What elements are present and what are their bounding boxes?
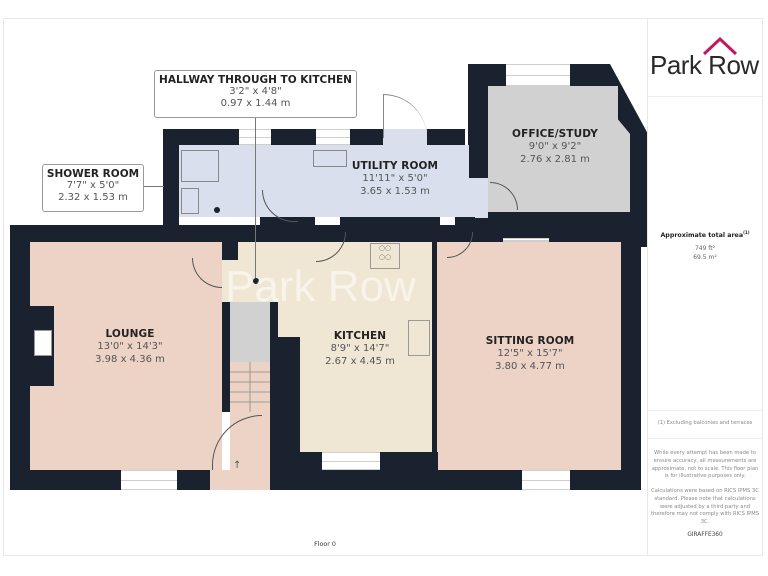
room-name: UTILITY ROOM: [351, 160, 439, 172]
office-angled-wall: [580, 64, 648, 244]
shower-tray: [181, 150, 219, 182]
room-metric: 2.67 x 4.45 m: [325, 356, 395, 367]
area-footnote-mark: (1): [743, 230, 750, 235]
wall: [222, 302, 230, 412]
room-imperial: 13'0" x 14'3": [97, 341, 163, 352]
divider: [647, 438, 763, 439]
window: [121, 470, 177, 490]
info-panel: [647, 18, 763, 556]
disclaimer: While every attempt has been made to ens…: [651, 450, 759, 480]
room-lounge: [30, 242, 222, 470]
room-imperial: 7'7" x 5'0": [66, 180, 120, 191]
front-door-gap: [210, 470, 270, 490]
room-name: HALLWAY THROUGH TO KITCHEN: [159, 74, 352, 86]
wall: [270, 470, 430, 490]
room-metric: 2.32 x 1.53 m: [58, 192, 128, 203]
area-values: 749 ft² 69.5 m²: [647, 244, 763, 262]
window: [506, 64, 570, 86]
wall: [10, 470, 210, 490]
window: [322, 452, 380, 470]
window: [522, 470, 570, 490]
room-metric: 3.80 x 4.77 m: [495, 361, 565, 372]
stair-cupboard: [230, 302, 270, 362]
area-title-text: Approximate total area: [660, 232, 744, 240]
brand-name: Park Row: [650, 50, 759, 80]
callout-shower: SHOWER ROOM 7'7" x 5'0" 2.32 x 1.53 m: [42, 164, 144, 212]
utility-sink: [313, 150, 347, 167]
label-office: OFFICE/STUDY 9'0" x 9'2" 2.76 x 2.81 m: [500, 128, 610, 166]
area-sqm: 69.5 m²: [693, 254, 717, 262]
hob: ○○○○: [370, 243, 400, 269]
wall: [278, 337, 300, 452]
room-name: SITTING ROOM: [485, 335, 575, 347]
label-lounge: LOUNGE 13'0" x 14'3" 3.98 x 4.36 m: [75, 328, 185, 366]
wall: [270, 302, 278, 472]
window: [503, 238, 549, 242]
callout-leader: [255, 118, 256, 278]
room-sitting: [437, 242, 621, 470]
label-sitting: SITTING ROOM 12'5" x 15'7" 3.80 x 4.77 m: [465, 335, 595, 373]
footnote: (1) Excluding balconies and terraces: [657, 420, 753, 426]
divider: [647, 96, 763, 97]
credit: GIRAFFE360: [687, 532, 723, 538]
office-corner: [590, 86, 630, 212]
roof-icon: [702, 36, 738, 56]
watermark: Park Row: [225, 262, 416, 311]
room-name: KITCHEN: [333, 330, 387, 342]
calculation-note: Calculations were based on RICS IPMS 3C …: [651, 488, 759, 526]
callout-leader: [144, 186, 164, 187]
wall: [163, 129, 179, 225]
room-metric: 2.76 x 2.81 m: [520, 154, 590, 165]
label-utility: UTILITY ROOM 11'11" x 5'0" 3.65 x 1.53 m: [340, 160, 450, 198]
room-imperial: 8'9" x 14'7": [330, 343, 390, 354]
callout-hallway: HALLWAY THROUGH TO KITCHEN 3'2" x 4'8" 0…: [154, 70, 357, 118]
wall: [222, 242, 238, 260]
wall: [10, 225, 30, 488]
room-metric: 3.65 x 1.53 m: [360, 186, 430, 197]
room-imperial: 11'11" x 5'0": [362, 173, 428, 184]
room-metric: 3.98 x 4.36 m: [95, 354, 165, 365]
kitchen-sink: [408, 320, 430, 356]
brand-logo: Park Row: [650, 36, 762, 86]
office-door-gap: [468, 178, 488, 218]
room-name: LOUNGE: [105, 328, 155, 340]
wall: [620, 225, 641, 490]
area-title: Approximate total area(1): [647, 230, 763, 239]
window: [316, 129, 350, 145]
label-kitchen: KITCHEN 8'9" x 14'7" 2.67 x 4.45 m: [305, 330, 415, 368]
divider: [647, 410, 763, 411]
light-point: [253, 278, 259, 284]
light-point: [214, 207, 220, 213]
total-area: Approximate total area(1) 749 ft² 69.5 m…: [647, 230, 763, 262]
room-metric: 0.97 x 1.44 m: [220, 98, 291, 109]
room-name: OFFICE/STUDY: [512, 128, 598, 140]
area-sqft: 749 ft²: [694, 245, 716, 253]
room-name: SHOWER ROOM: [46, 168, 140, 180]
room-imperial: 9'0" x 9'2": [528, 141, 582, 152]
room-imperial: 3'2" x 4'8": [229, 86, 282, 97]
wall: [432, 242, 437, 472]
floor-label: Floor 0: [314, 541, 336, 548]
toilet: [181, 188, 199, 214]
fireplace: [34, 330, 52, 356]
room-imperial: 12'5" x 15'7": [497, 348, 563, 359]
